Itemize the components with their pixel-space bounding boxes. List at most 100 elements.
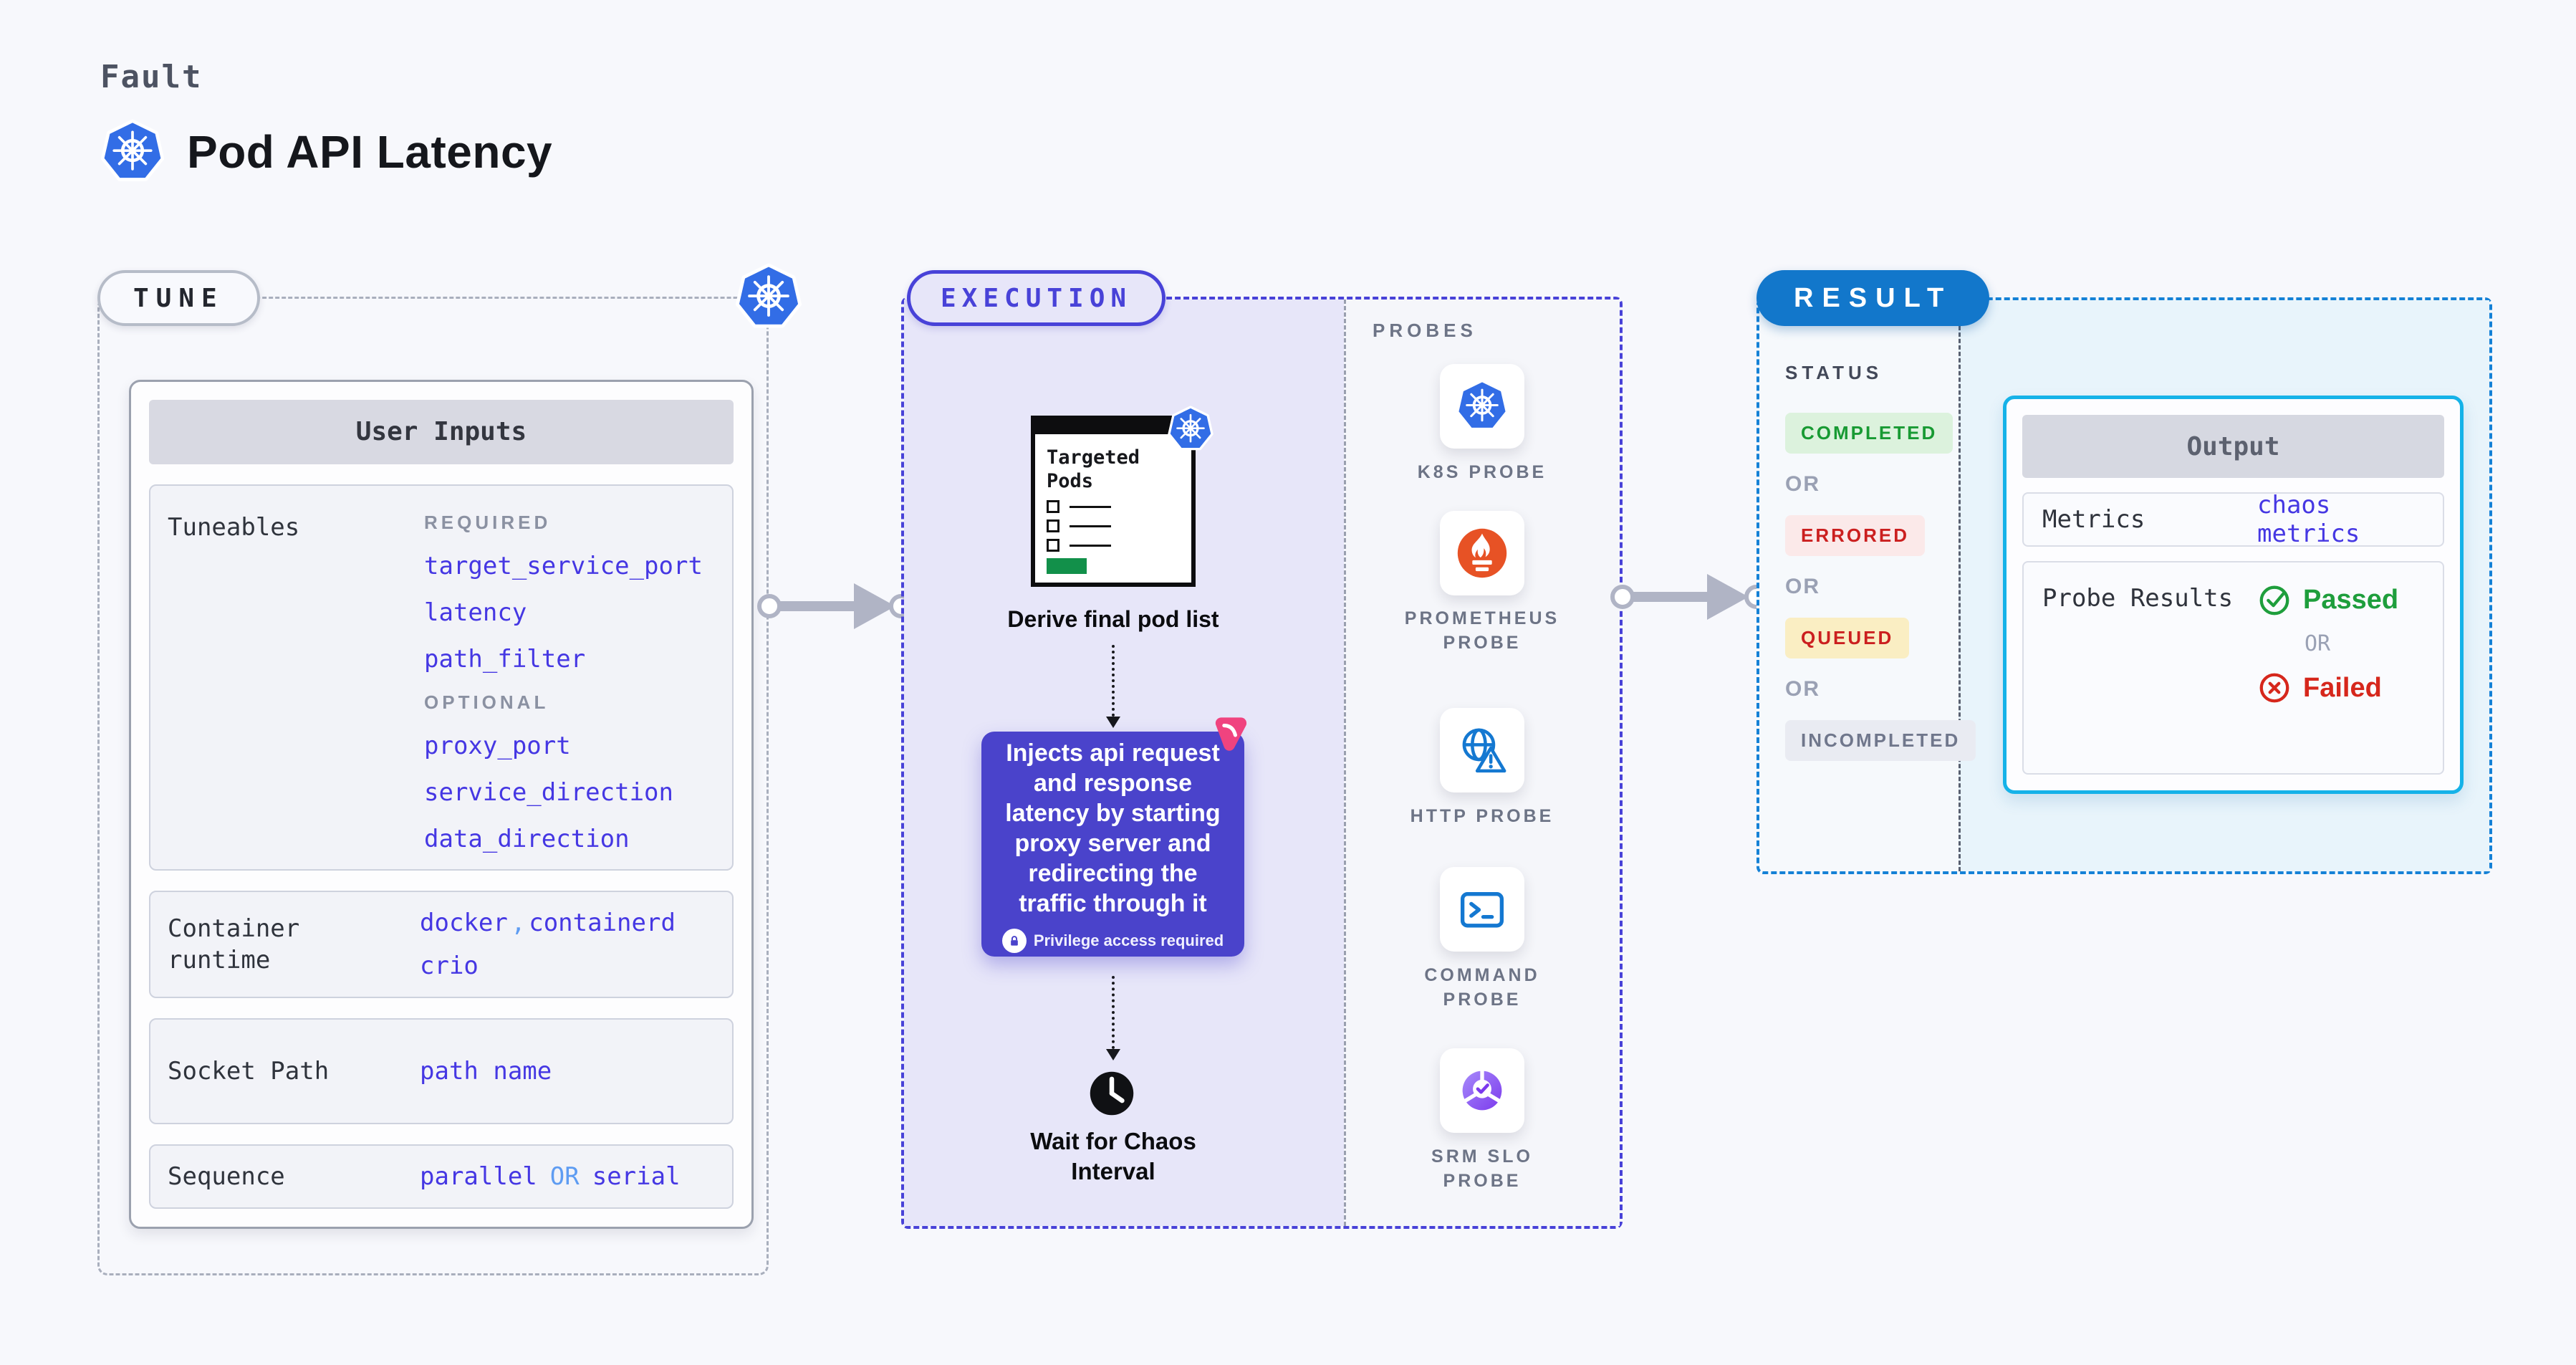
sequence-parallel: parallel [420,1162,537,1192]
wait-chaos-interval-label: Wait for Chaos Interval [1030,1128,1196,1184]
runtime-crio: crio [420,952,479,981]
output-or: OR [2305,631,2331,656]
flow-arrow-tune-to-execution [757,583,913,629]
status-badge-completed: COMPLETED [1785,413,1953,454]
metrics-value: chaos metrics [2257,491,2360,548]
dotted-connector [1112,645,1115,717]
status-or: OR [1785,677,1820,701]
tuneable-required: latency [424,598,527,627]
targeted-pods-card: Targeted Pods [1031,416,1196,587]
tune-pill: TUNE [97,270,260,326]
pods-card-body: Targeted Pods [1035,439,1191,583]
probe-results-values: Passed OR Failed [2257,583,2398,773]
slo-donut-check-icon [1455,1063,1509,1118]
probe-card-command [1440,867,1524,952]
probe-label-http: HTTP PROBE [1410,806,1554,826]
sequence-label: Sequence [168,1162,285,1192]
lock-icon [1001,929,1027,953]
tuneable-required: target_service_port [424,551,703,580]
sequence-row: Sequence parallel OR serial [149,1144,734,1209]
inject-note-text: Injects api request and response latency… [1005,739,1221,917]
runtime-containerd: containerd [529,909,676,938]
terminal-icon [1455,882,1509,937]
fault-eyebrow: Fault [100,59,203,95]
socket-path-value: path name [420,1057,552,1086]
sequence-serial: serial [592,1162,681,1192]
metrics-label: Metrics [2042,505,2145,534]
privilege-note: Privilege access required [1001,929,1224,953]
prometheus-icon [1455,526,1509,580]
tuneable-optional: data_direction [424,824,630,853]
failed-label: Failed [2303,672,2382,703]
status-badge-incompleted: INCOMPLETED [1785,720,1976,761]
runtime-docker: docker [420,909,508,938]
tuneables-values: REQUIRED target_service_port latency pat… [404,512,703,869]
user-inputs-card: User Inputs Tuneables REQUIRED target_se… [129,380,754,1229]
container-runtime-row: Container runtime docker , containerd cr… [149,891,734,999]
output-card: Output Metrics chaos metrics Probe Resul… [2003,396,2464,794]
status-column: STATUS COMPLETED OR ERRORED OR QUEUED OR… [1785,362,1976,761]
probe-results-row: Probe Results Passed OR Failed [2022,561,2444,775]
probe-label-k8s: K8S PROBE [1417,462,1547,482]
progress-bar [1047,558,1087,574]
probe-label-prometheus: PROMETHEUS PROBE [1404,608,1560,653]
passed-label: Passed [2303,584,2399,615]
inject-note-box: Injects api request and response latency… [981,732,1244,957]
probe-results-label: Probe Results [2042,584,2234,613]
required-heading: REQUIRED [424,511,552,533]
page-header: Pod API Latency [100,119,552,185]
probe-card-k8s [1440,364,1524,449]
tune-section [97,297,769,1275]
check-circle-icon [2257,583,2292,617]
probe-label-srm-slo: SRM SLO PROBE [1431,1146,1533,1191]
result-pill: RESULT [1756,270,1990,326]
probe-label-command: COMMAND PROBE [1424,965,1540,1010]
dotted-connector-arrowhead [1106,1049,1120,1060]
probes-divider [1344,300,1346,1226]
checkbox-icon [1047,539,1059,552]
tuneables-label: Tuneables [168,512,300,542]
page-title: Pod API Latency [187,126,553,178]
pods-checklist-item [1047,519,1191,532]
socket-path-row: Socket Path path name [149,1018,734,1125]
failed-line: Failed [2257,671,2398,705]
probes-heading: PROBES [1373,320,1477,341]
kubernetes-icon [100,119,165,185]
list-line [1070,544,1111,547]
checkbox-icon [1047,500,1059,513]
kubernetes-icon [1455,379,1509,434]
user-inputs-title: User Inputs [149,400,734,464]
derive-pod-list-label: Derive final pod list [1007,606,1219,632]
dotted-connector [1112,976,1115,1049]
runtime-separator: , [511,909,526,938]
tuneable-optional: proxy_port [424,731,571,760]
privilege-label: Privilege access required [1033,931,1224,949]
list-line [1070,525,1111,527]
kubernetes-icon [734,263,803,332]
result-divider [1959,300,1961,871]
probe-card-srm-slo [1440,1048,1524,1133]
pods-checklist [1047,500,1191,552]
status-or: OR [1785,472,1820,496]
x-circle-icon [2257,671,2292,705]
metrics-row: Metrics chaos metrics [2022,491,2444,548]
pods-checklist-item [1047,500,1191,513]
status-heading: STATUS [1785,362,1883,383]
execution-pill: EXECUTION [907,270,1166,326]
dotted-connector-arrowhead [1106,717,1120,728]
status-or: OR [1785,575,1820,598]
litmus-chaos-icon [1212,715,1252,755]
checkbox-icon [1047,519,1059,532]
pods-card-title: Targeted Pods [1047,446,1140,492]
flow-arrow-execution-to-result [1610,574,1769,620]
clock-icon [1086,1068,1138,1119]
probe-card-prometheus [1440,511,1524,595]
list-line [1070,505,1111,508]
probe-card-http [1440,708,1524,792]
status-badge-errored: ERRORED [1785,515,1926,556]
passed-line: Passed [2257,583,2398,617]
tuneable-required: path_filter [424,644,586,674]
tuneable-optional: service_direction [424,777,673,807]
http-globe-warning-icon [1455,723,1509,777]
container-runtime-values: docker , containerd crio [404,909,676,980]
